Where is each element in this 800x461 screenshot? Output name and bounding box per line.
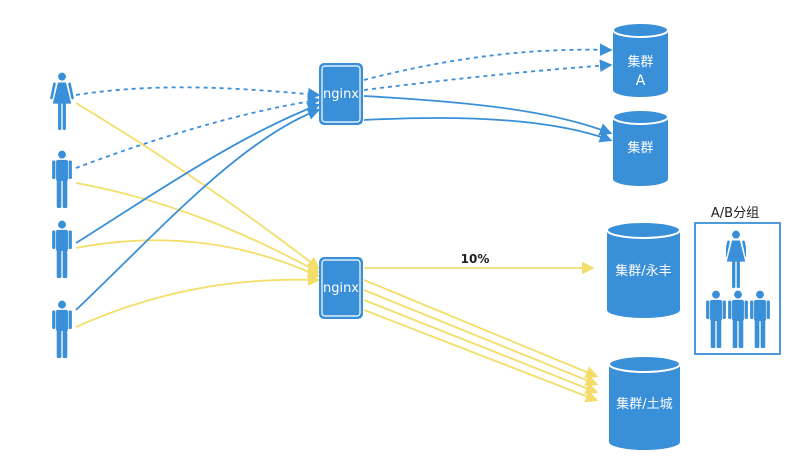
- database-icon: [606, 221, 681, 318]
- server-icon: [319, 257, 363, 319]
- flow-nginx-to-cluster-a-2: [363, 59, 613, 91]
- female-user-icon: [50, 72, 74, 130]
- male-user-icon: [52, 220, 72, 278]
- ab-group-frame: [694, 222, 781, 355]
- male-user-icon: [52, 150, 72, 208]
- flow-nginx-to-cluster-b-2: [363, 117, 613, 143]
- database-icon: [612, 109, 669, 186]
- flow-user2-to-bottom-nginx: [75, 182, 321, 274]
- cluster-b-label: 集群: [627, 140, 653, 156]
- male-user-icon: [728, 290, 748, 348]
- male-user-icon: [52, 300, 72, 358]
- cluster-a: 集群 A: [612, 22, 669, 97]
- flow-user2-to-top-nginx: [75, 95, 321, 169]
- cluster-tucheng: 集群/土城: [608, 355, 681, 450]
- flow-nginx-to-tucheng-1: [363, 279, 599, 378]
- female-user-icon: [726, 230, 746, 288]
- ab-group: A/B分组: [694, 206, 781, 355]
- proxy-bottom: nginx: [319, 257, 363, 319]
- ab-group-users: [706, 230, 770, 348]
- flow-user3-to-bottom-nginx: [75, 239, 321, 278]
- cluster-tucheng-label: 集群/土城: [616, 396, 672, 412]
- flow-user1-to-top-nginx: [75, 86, 321, 101]
- male-user-icon: [706, 290, 726, 348]
- flow-nginx-to-cluster-b-1: [363, 95, 613, 136]
- flow-nginx-to-tucheng-4: [363, 309, 599, 403]
- blue-flows: [75, 43, 613, 311]
- users: [50, 72, 74, 358]
- cluster-yongfeng-label: 集群/永丰: [615, 263, 671, 279]
- server-icon: [319, 63, 363, 125]
- split-percentage-label: 10%: [461, 252, 490, 266]
- proxy-top: nginx: [319, 63, 363, 125]
- flow-nginx-to-tucheng-3: [363, 299, 599, 395]
- flow-nginx-to-tucheng-2: [363, 289, 599, 387]
- proxy-top-label: nginx: [323, 87, 359, 102]
- flow-user3-to-top-nginx: [75, 102, 321, 244]
- cluster-b: 集群: [612, 109, 669, 186]
- flow-user1-to-bottom-nginx: [75, 102, 320, 270]
- cluster-a-label-line1: 集群: [627, 54, 653, 70]
- male-user-icon: [750, 290, 770, 348]
- yellow-flows: [75, 102, 599, 403]
- database-icon: [612, 22, 669, 97]
- ab-group-title: A/B分组: [711, 206, 759, 221]
- flow-user4-to-top-nginx: [75, 107, 321, 311]
- flow-user4-to-bottom-nginx: [75, 273, 321, 328]
- cluster-yongfeng: 集群/永丰: [606, 221, 681, 318]
- proxy-bottom-label: nginx: [323, 281, 359, 296]
- cluster-a-label-line2: A: [636, 73, 646, 89]
- database-icon: [608, 355, 681, 450]
